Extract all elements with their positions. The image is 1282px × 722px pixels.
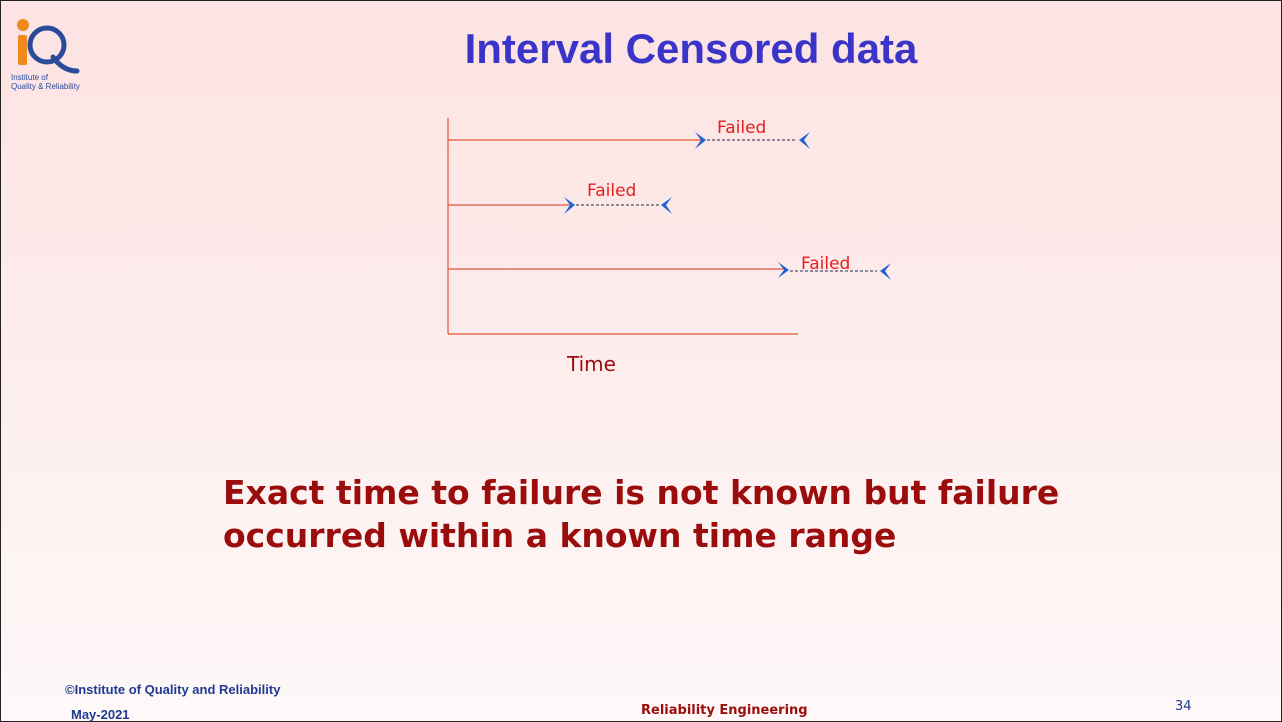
interval-censoring-diagram: Failed Failed Failed Time [447, 118, 891, 376]
logo [7, 11, 117, 96]
failed-label: Failed [801, 254, 850, 274]
page-number: 34 [1175, 699, 1192, 714]
time-axis-label: Time [566, 352, 616, 376]
footer-course-title: Reliability Engineering [641, 703, 808, 718]
interval-start-marker-icon [695, 132, 706, 149]
body-text: Exact time to failure is not known but f… [223, 473, 1060, 555]
interval-end-marker-icon [880, 263, 891, 280]
interval-end-marker-icon [661, 197, 672, 214]
failed-label: Failed [717, 118, 766, 138]
logo-caption: Institute of Quality & Reliability [11, 73, 111, 91]
censored-unit-1: Failed [448, 118, 810, 149]
failed-label: Failed [587, 181, 636, 201]
interval-start-marker-icon [778, 262, 789, 278]
censored-unit-3: Failed [448, 254, 891, 280]
interval-start-marker-icon [564, 197, 575, 214]
logo-caption-line1: Institute of [11, 73, 48, 82]
footer-copyright: ©Institute of Quality and Reliability [65, 682, 281, 697]
logo-caption-line2: Quality & Reliability [11, 82, 80, 91]
page-title: Interval Censored data [464, 25, 918, 72]
iqr-logo-icon [17, 19, 80, 74]
footer-date: May-2021 [71, 707, 130, 722]
interval-end-marker-icon [799, 132, 810, 149]
censored-unit-2: Failed [448, 181, 672, 214]
